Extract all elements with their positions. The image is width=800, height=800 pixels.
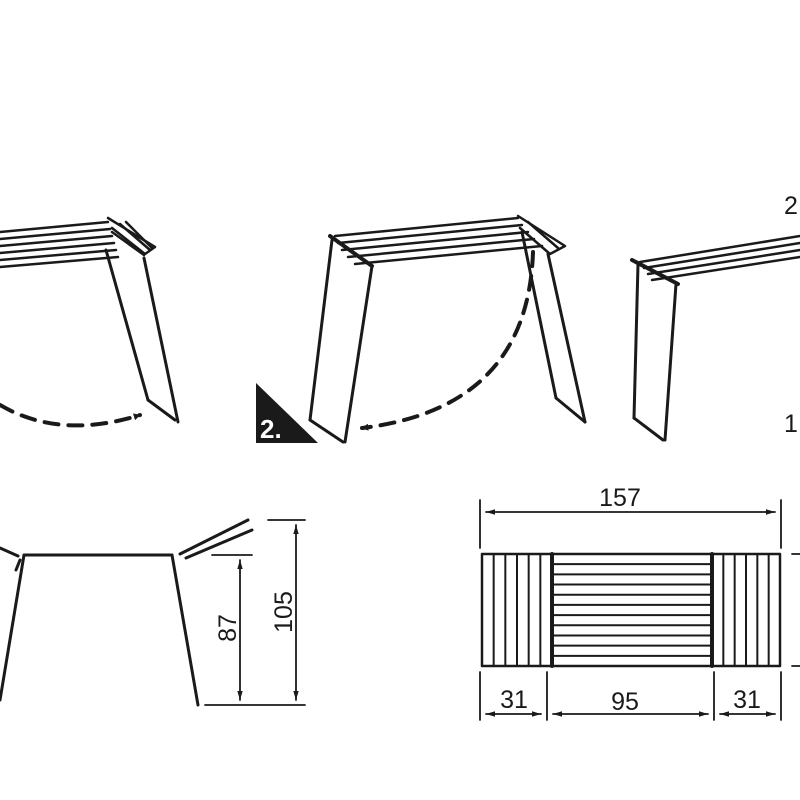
side-view: 87 105 bbox=[0, 518, 306, 707]
dim-157-label: 157 bbox=[599, 484, 641, 512]
rack-rods bbox=[0, 220, 120, 269]
dim-105-label: 105 bbox=[270, 591, 298, 633]
top-view-joints bbox=[550, 552, 714, 668]
side-view-frame bbox=[0, 518, 254, 707]
swing-arrow-2 bbox=[360, 250, 535, 431]
dim-87-label: 87 bbox=[214, 614, 242, 642]
dim-left-wing-label: 31 bbox=[500, 686, 528, 714]
top-view: 157 31 95 31 bbox=[479, 484, 800, 721]
dim-center-label: 95 bbox=[611, 688, 639, 716]
figure-step-1 bbox=[0, 216, 180, 428]
rack-end-bar-left bbox=[328, 234, 374, 268]
rack-leg-right bbox=[520, 230, 587, 424]
partial-label-right-middle: 1 bbox=[784, 410, 798, 438]
dim-total-width bbox=[479, 499, 782, 549]
rack-leg-left bbox=[308, 238, 374, 444]
rack-leg-folded bbox=[104, 248, 180, 424]
step-badge bbox=[256, 383, 318, 443]
right-wing-rods bbox=[722, 553, 770, 667]
figure-step-2: 2. bbox=[256, 214, 587, 444]
center-rods bbox=[551, 563, 713, 657]
dim-inner-height bbox=[211, 554, 253, 701]
step-label: 2. bbox=[260, 414, 282, 444]
left-wing-rods bbox=[492, 553, 542, 667]
depth-ticks bbox=[791, 553, 800, 667]
figure-step-3: 2 1 bbox=[630, 192, 800, 442]
swing-arrow-1 bbox=[0, 403, 142, 428]
dim-outer-height bbox=[204, 519, 306, 706]
dim-segments bbox=[479, 671, 782, 721]
rack-rods bbox=[333, 216, 544, 266]
rack-leg-left bbox=[632, 262, 678, 442]
partial-label-top-right: 2 bbox=[784, 192, 798, 220]
rack-end-bar-left bbox=[630, 258, 680, 286]
center-panel bbox=[550, 552, 714, 668]
rack-rods bbox=[638, 234, 800, 282]
dim-right-wing-label: 31 bbox=[733, 686, 761, 714]
rack-wing-frame bbox=[516, 214, 567, 256]
rack-wing-frame bbox=[106, 216, 157, 257]
